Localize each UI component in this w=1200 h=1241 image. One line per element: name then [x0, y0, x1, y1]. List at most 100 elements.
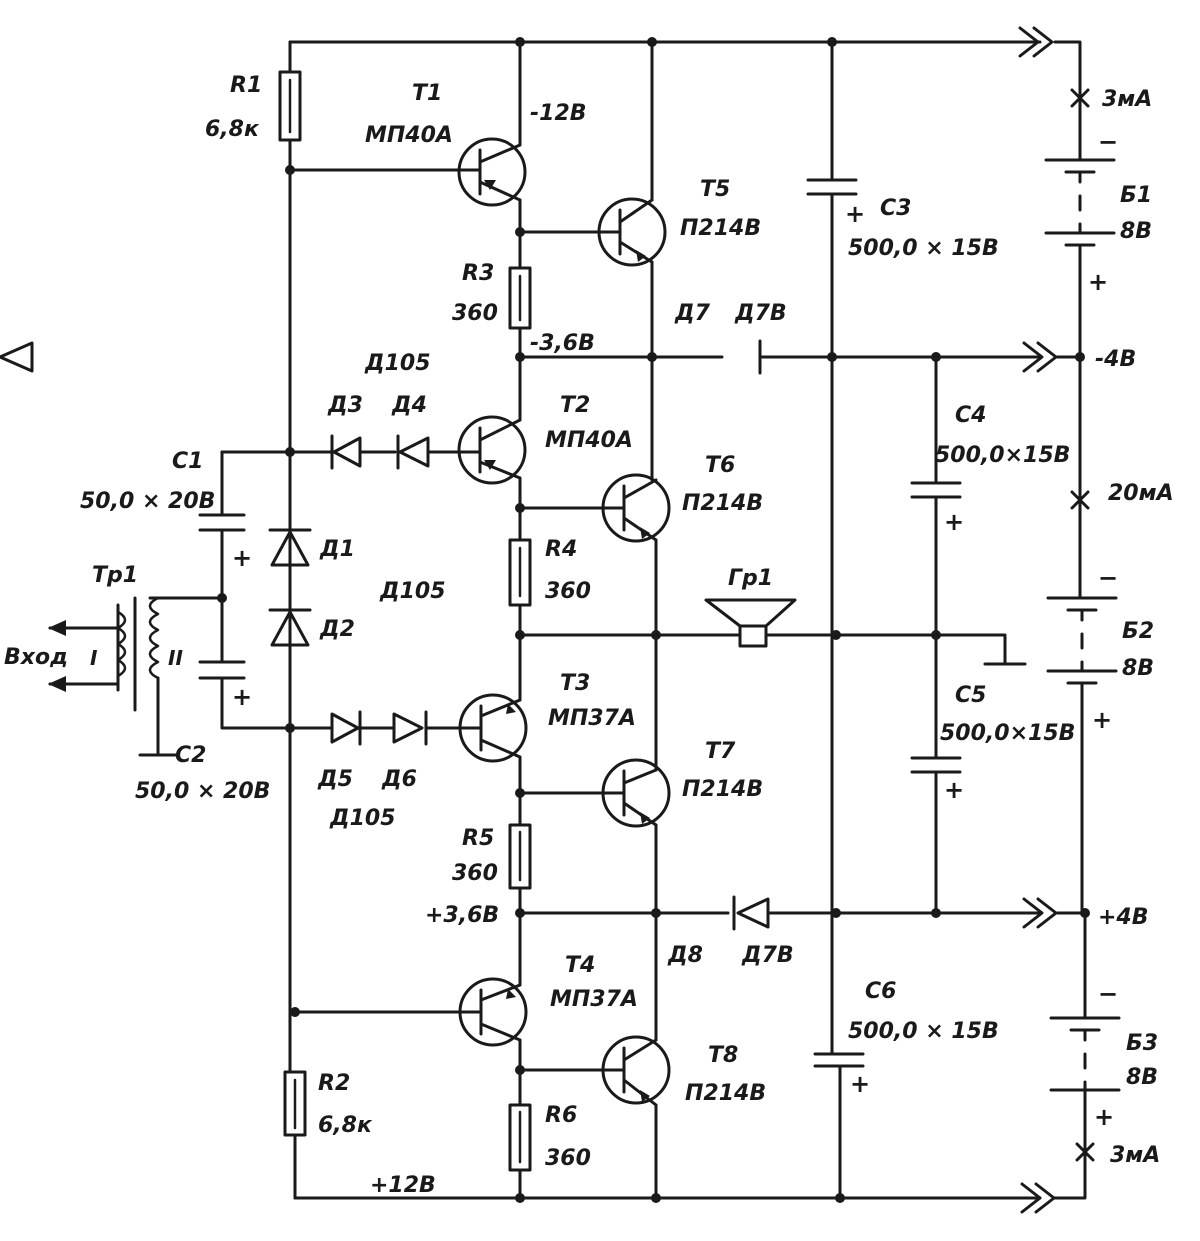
c5-plus: +	[944, 776, 964, 804]
diode-d3	[330, 434, 362, 470]
b1-minus: −	[1098, 128, 1118, 156]
capacitor-c4: + C4 500,0×15В	[910, 403, 1070, 536]
capacitor-c1: + C1 50,0 × 20В	[80, 449, 252, 572]
capacitor-c3: + C3 500,0 × 15В	[806, 178, 999, 261]
battery-b3: − + Б3 8В	[1049, 980, 1158, 1131]
t1-ref: T1	[412, 81, 442, 106]
d105-top-label: Д105	[364, 351, 431, 376]
c4-ref: C4	[955, 403, 986, 428]
current-mid: 20мА	[1108, 481, 1174, 506]
d7v-top-label: Д7В	[734, 301, 787, 326]
r2-ref: R2	[318, 1071, 350, 1096]
c4-value: 500,0×15В	[935, 443, 1070, 468]
b3-minus: −	[1098, 980, 1118, 1008]
d1-label: Д1	[319, 537, 355, 562]
current-bottom: 3мА	[1110, 1143, 1160, 1168]
transistor-t4: T4 МП37А	[458, 953, 638, 1047]
diode-d5	[330, 710, 362, 746]
r2-value: 6,8к	[318, 1113, 373, 1138]
speaker-ref: Гр1	[728, 566, 773, 591]
diode-d4	[396, 434, 430, 470]
t6-type: П214В	[682, 491, 763, 516]
current-points: 3мА 20мА 3мА	[1070, 87, 1174, 1168]
d6-label: Д6	[381, 767, 417, 792]
r5-ref: R5	[462, 826, 494, 851]
transistor-t2: T2 МП40А	[457, 393, 633, 485]
tr1-primary: I	[90, 646, 98, 670]
connector-bottom	[1020, 1182, 1056, 1214]
d7-label: Д7	[674, 301, 711, 326]
t2-ref: T2	[560, 393, 590, 418]
b3-ref: Б3	[1126, 1031, 1158, 1056]
diode-d6	[392, 710, 428, 746]
b1-voltage: 8В	[1120, 219, 1152, 244]
c5-value: 500,0×15В	[940, 721, 1075, 746]
diode-d1	[268, 528, 312, 567]
t7-type: П214В	[682, 777, 763, 802]
r5-value: 360	[452, 861, 498, 886]
c6-plus: +	[850, 1070, 870, 1098]
b2-plus: +	[1092, 706, 1112, 734]
t8-type: П214В	[685, 1081, 766, 1106]
d8-label: Д8	[667, 943, 703, 968]
c3-plus: +	[845, 200, 865, 228]
t7-ref: T7	[705, 739, 736, 764]
t8-ref: T8	[708, 1043, 738, 1068]
input-arrows: Вход	[4, 620, 120, 692]
t4-ref: T4	[565, 953, 595, 978]
c1-value: 50,0 × 20В	[80, 489, 215, 514]
transistor-t7: T7 П214В	[600, 739, 763, 828]
r6-value: 360	[545, 1146, 591, 1171]
transistor-t6: T6 П214В	[600, 453, 763, 543]
t3-ref: T3	[560, 671, 590, 696]
c4-plus: +	[944, 508, 964, 536]
c3-value: 500,0 × 15В	[848, 236, 999, 261]
r1-value: 6,8к	[205, 117, 260, 142]
r3-ref: R3	[462, 261, 494, 286]
b3-voltage: 8В	[1126, 1065, 1158, 1090]
c2-plus: +	[232, 683, 252, 711]
voltage-plus12: +12В	[370, 1173, 436, 1198]
r4-ref: R4	[545, 537, 577, 562]
transistor-t8: T8 П214В	[600, 1035, 766, 1107]
c6-value: 500,0 × 15В	[848, 1019, 999, 1044]
t3-type: МП37А	[548, 706, 636, 731]
b2-voltage: 8В	[1122, 656, 1154, 681]
transistor-t1: T1 МП40А	[365, 81, 527, 207]
voltage-minus4: -4В	[1095, 347, 1136, 372]
t5-ref: T5	[700, 177, 730, 202]
resistor-r1: R1 6,8к	[205, 70, 302, 142]
d105-mid-label: Д105	[379, 579, 446, 604]
capacitor-c5: + C5 500,0×15В	[910, 683, 1075, 804]
capacitor-c6: + C6 500,0 × 15В	[813, 979, 999, 1098]
r6-ref: R6	[545, 1103, 577, 1128]
d2-label: Д2	[319, 617, 355, 642]
connector-minus4	[1022, 341, 1058, 373]
d105-bot-label: Д105	[329, 806, 396, 831]
d7v-bot-label: Д7В	[741, 943, 794, 968]
t6-ref: T6	[705, 453, 735, 478]
d3-label: Д3	[327, 393, 363, 418]
diode-d2	[268, 608, 312, 647]
b1-ref: Б1	[1120, 183, 1152, 208]
voltage-minus12: -12В	[530, 101, 587, 126]
d4-label: Д4	[391, 393, 427, 418]
t4-type: МП37А	[550, 987, 638, 1012]
r3-value: 360	[452, 301, 498, 326]
tr1-secondary: II	[168, 646, 183, 670]
b2-ref: Б2	[1122, 619, 1154, 644]
resistor-r6: R6 360	[508, 1103, 591, 1172]
transistor-t3: T3 МП37А	[458, 671, 636, 763]
c1-ref: C1	[172, 449, 203, 474]
c6-ref: C6	[865, 979, 896, 1004]
c3-ref: C3	[880, 196, 911, 221]
c2-ref: C2	[175, 743, 206, 768]
c1-plus: +	[232, 544, 252, 572]
battery-b1: − + Б1 8В	[1044, 128, 1152, 296]
resistor-r5: R5 360	[452, 823, 532, 890]
resistor-r2: R2 6,8к	[283, 1070, 373, 1138]
transistor-t5: T5 П214В	[596, 177, 761, 267]
voltage-plus3-6: +3,6В	[425, 903, 499, 928]
t5-type: П214В	[680, 216, 761, 241]
junction-dots	[217, 37, 1090, 1203]
